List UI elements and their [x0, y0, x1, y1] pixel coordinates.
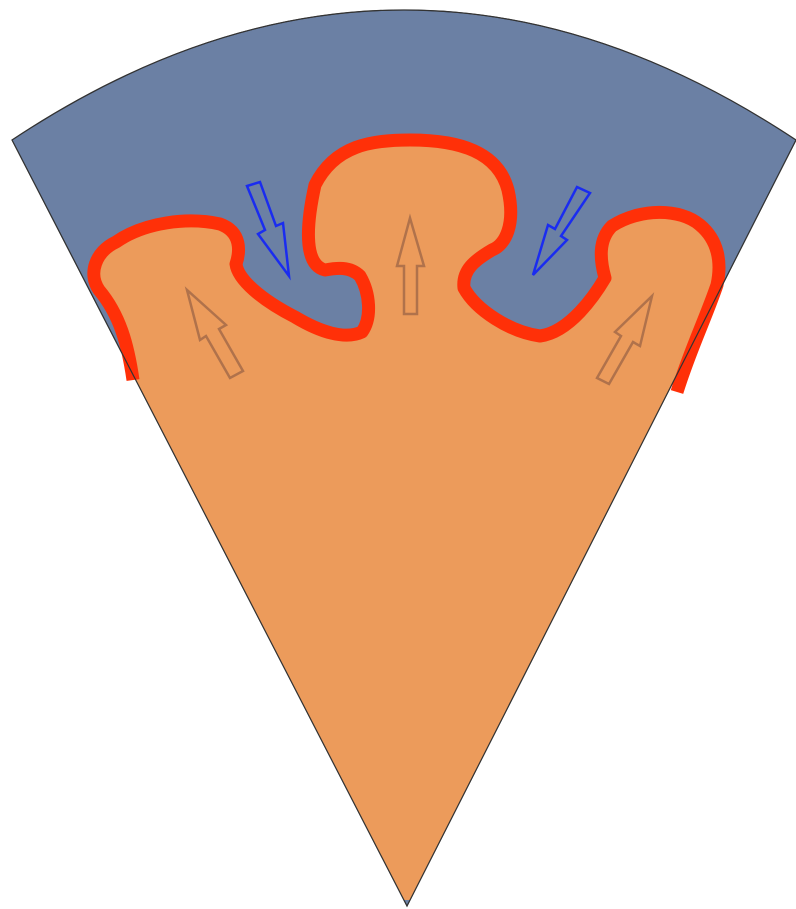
inner-region: [0, 140, 796, 900]
